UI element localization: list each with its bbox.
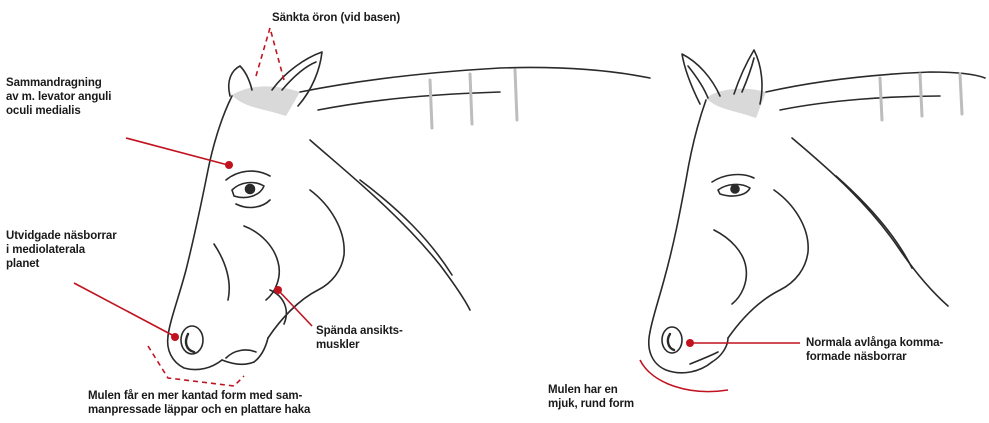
round-muzzle-line-1: Mulen har en <box>548 383 634 397</box>
round-muzzle-line-2: mjuk, rund form <box>548 397 634 411</box>
nostrils-line-2: i mediolaterala <box>6 243 117 257</box>
levator-line-1: Sammandragning <box>6 76 111 90</box>
nostril-dot <box>171 333 179 341</box>
right-nostril-dot <box>686 339 694 347</box>
muscle-pointer <box>278 290 312 326</box>
right-mane-shade <box>706 89 766 118</box>
nostril-pointer <box>74 283 174 336</box>
muscle-dot <box>274 286 282 294</box>
normal-nostrils-line-1: Normala avlånga komma- <box>806 336 943 350</box>
ears-dashed-marker <box>256 28 284 80</box>
label-ears: Sänkta öron (vid basen) <box>272 11 400 25</box>
muzzle-line-2: manpressade läppar och en plattare haka <box>88 403 310 417</box>
muscles-line-1: Spända ansikts- <box>316 324 403 338</box>
label-angular-muzzle: Mulen får en mer kantad form med sam- ma… <box>88 389 310 417</box>
round-muzzle-arc <box>640 360 728 392</box>
nostrils-line-1: Utvidgade näsborrar <box>6 229 117 243</box>
label-nostrils-dilated: Utvidgade näsborrar i mediolaterala plan… <box>6 229 117 271</box>
label-levator: Sammandragning av m. levator anguli ocul… <box>6 76 111 118</box>
label-round-muzzle: Mulen har en mjuk, rund form <box>548 383 634 411</box>
label-tense-muscles: Spända ansikts- muskler <box>316 324 403 352</box>
muscles-line-2: muskler <box>316 338 403 352</box>
nostrils-line-3: planet <box>6 257 117 271</box>
levator-line-3: oculi medialis <box>6 104 111 118</box>
levator-dot <box>225 161 233 169</box>
ears-text: Sänkta öron (vid basen) <box>272 11 400 25</box>
left-horse <box>168 52 650 370</box>
normal-nostrils-line-2: formade näsborrar <box>806 350 943 364</box>
right-horse <box>649 50 985 373</box>
levator-line-2: av m. levator anguli <box>6 90 111 104</box>
label-normal-nostrils: Normala avlånga komma- formade näsborrar <box>806 336 943 364</box>
muzzle-dashed-marker <box>148 346 244 386</box>
left-mane-shade <box>232 86 300 116</box>
muzzle-line-1: Mulen får en mer kantad form med sam- <box>88 389 310 403</box>
